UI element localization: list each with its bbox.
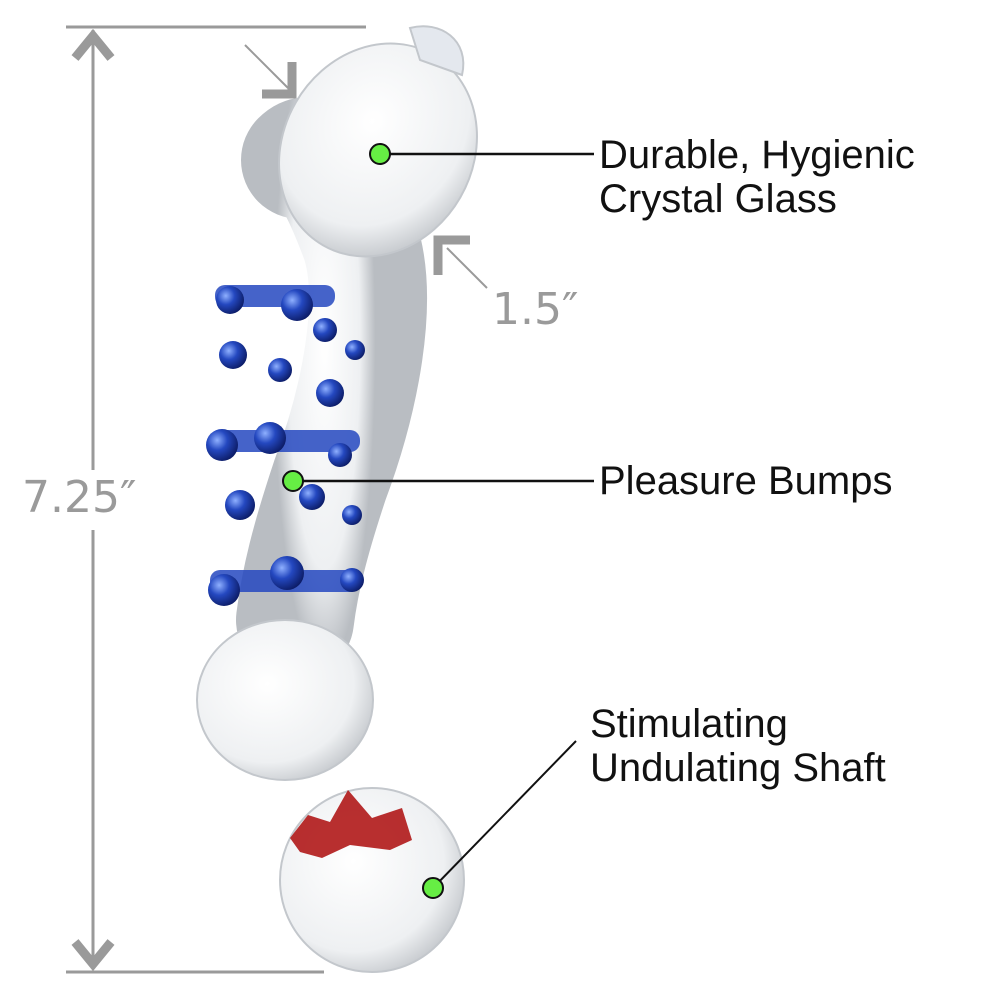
feature-label-shaft-line2: Undulating Shaft <box>590 746 886 790</box>
feature-label-durable: Durable, Hygienic Crystal Glass <box>599 133 915 221</box>
pleasure-bumps <box>206 285 365 606</box>
arrow-diagonal-in-icon <box>262 62 297 99</box>
feature-label-bumps: Pleasure Bumps <box>599 459 892 503</box>
feature-label-shaft: Stimulating Undulating Shaft <box>590 702 886 790</box>
glass-bulb-middle <box>196 619 374 781</box>
arrow-diagonal-out-icon <box>433 235 470 275</box>
arrow-down-icon <box>71 939 115 972</box>
callout-durable <box>369 143 594 165</box>
red-inclusion <box>290 790 412 858</box>
feature-label-durable-line2: Crystal Glass <box>599 177 837 221</box>
glass-body <box>196 25 478 973</box>
width-dimension <box>244 44 488 289</box>
marker-dot-icon <box>282 470 304 492</box>
feature-label-shaft-line1: Stimulating <box>590 702 788 746</box>
feature-label-bumps-line1: Pleasure Bumps <box>599 459 893 503</box>
width-label: 1.5″ <box>492 284 579 335</box>
marker-dot-icon <box>422 877 444 899</box>
glass-tip <box>408 25 465 77</box>
callout-shaft <box>422 740 577 899</box>
arrow-up-icon <box>71 28 115 61</box>
callout-bumps <box>282 470 594 492</box>
length-dimension <box>66 25 366 974</box>
marker-dot-icon <box>369 143 391 165</box>
length-label: 7.25″ <box>22 472 137 523</box>
feature-label-durable-line1: Durable, Hygienic <box>599 133 915 177</box>
